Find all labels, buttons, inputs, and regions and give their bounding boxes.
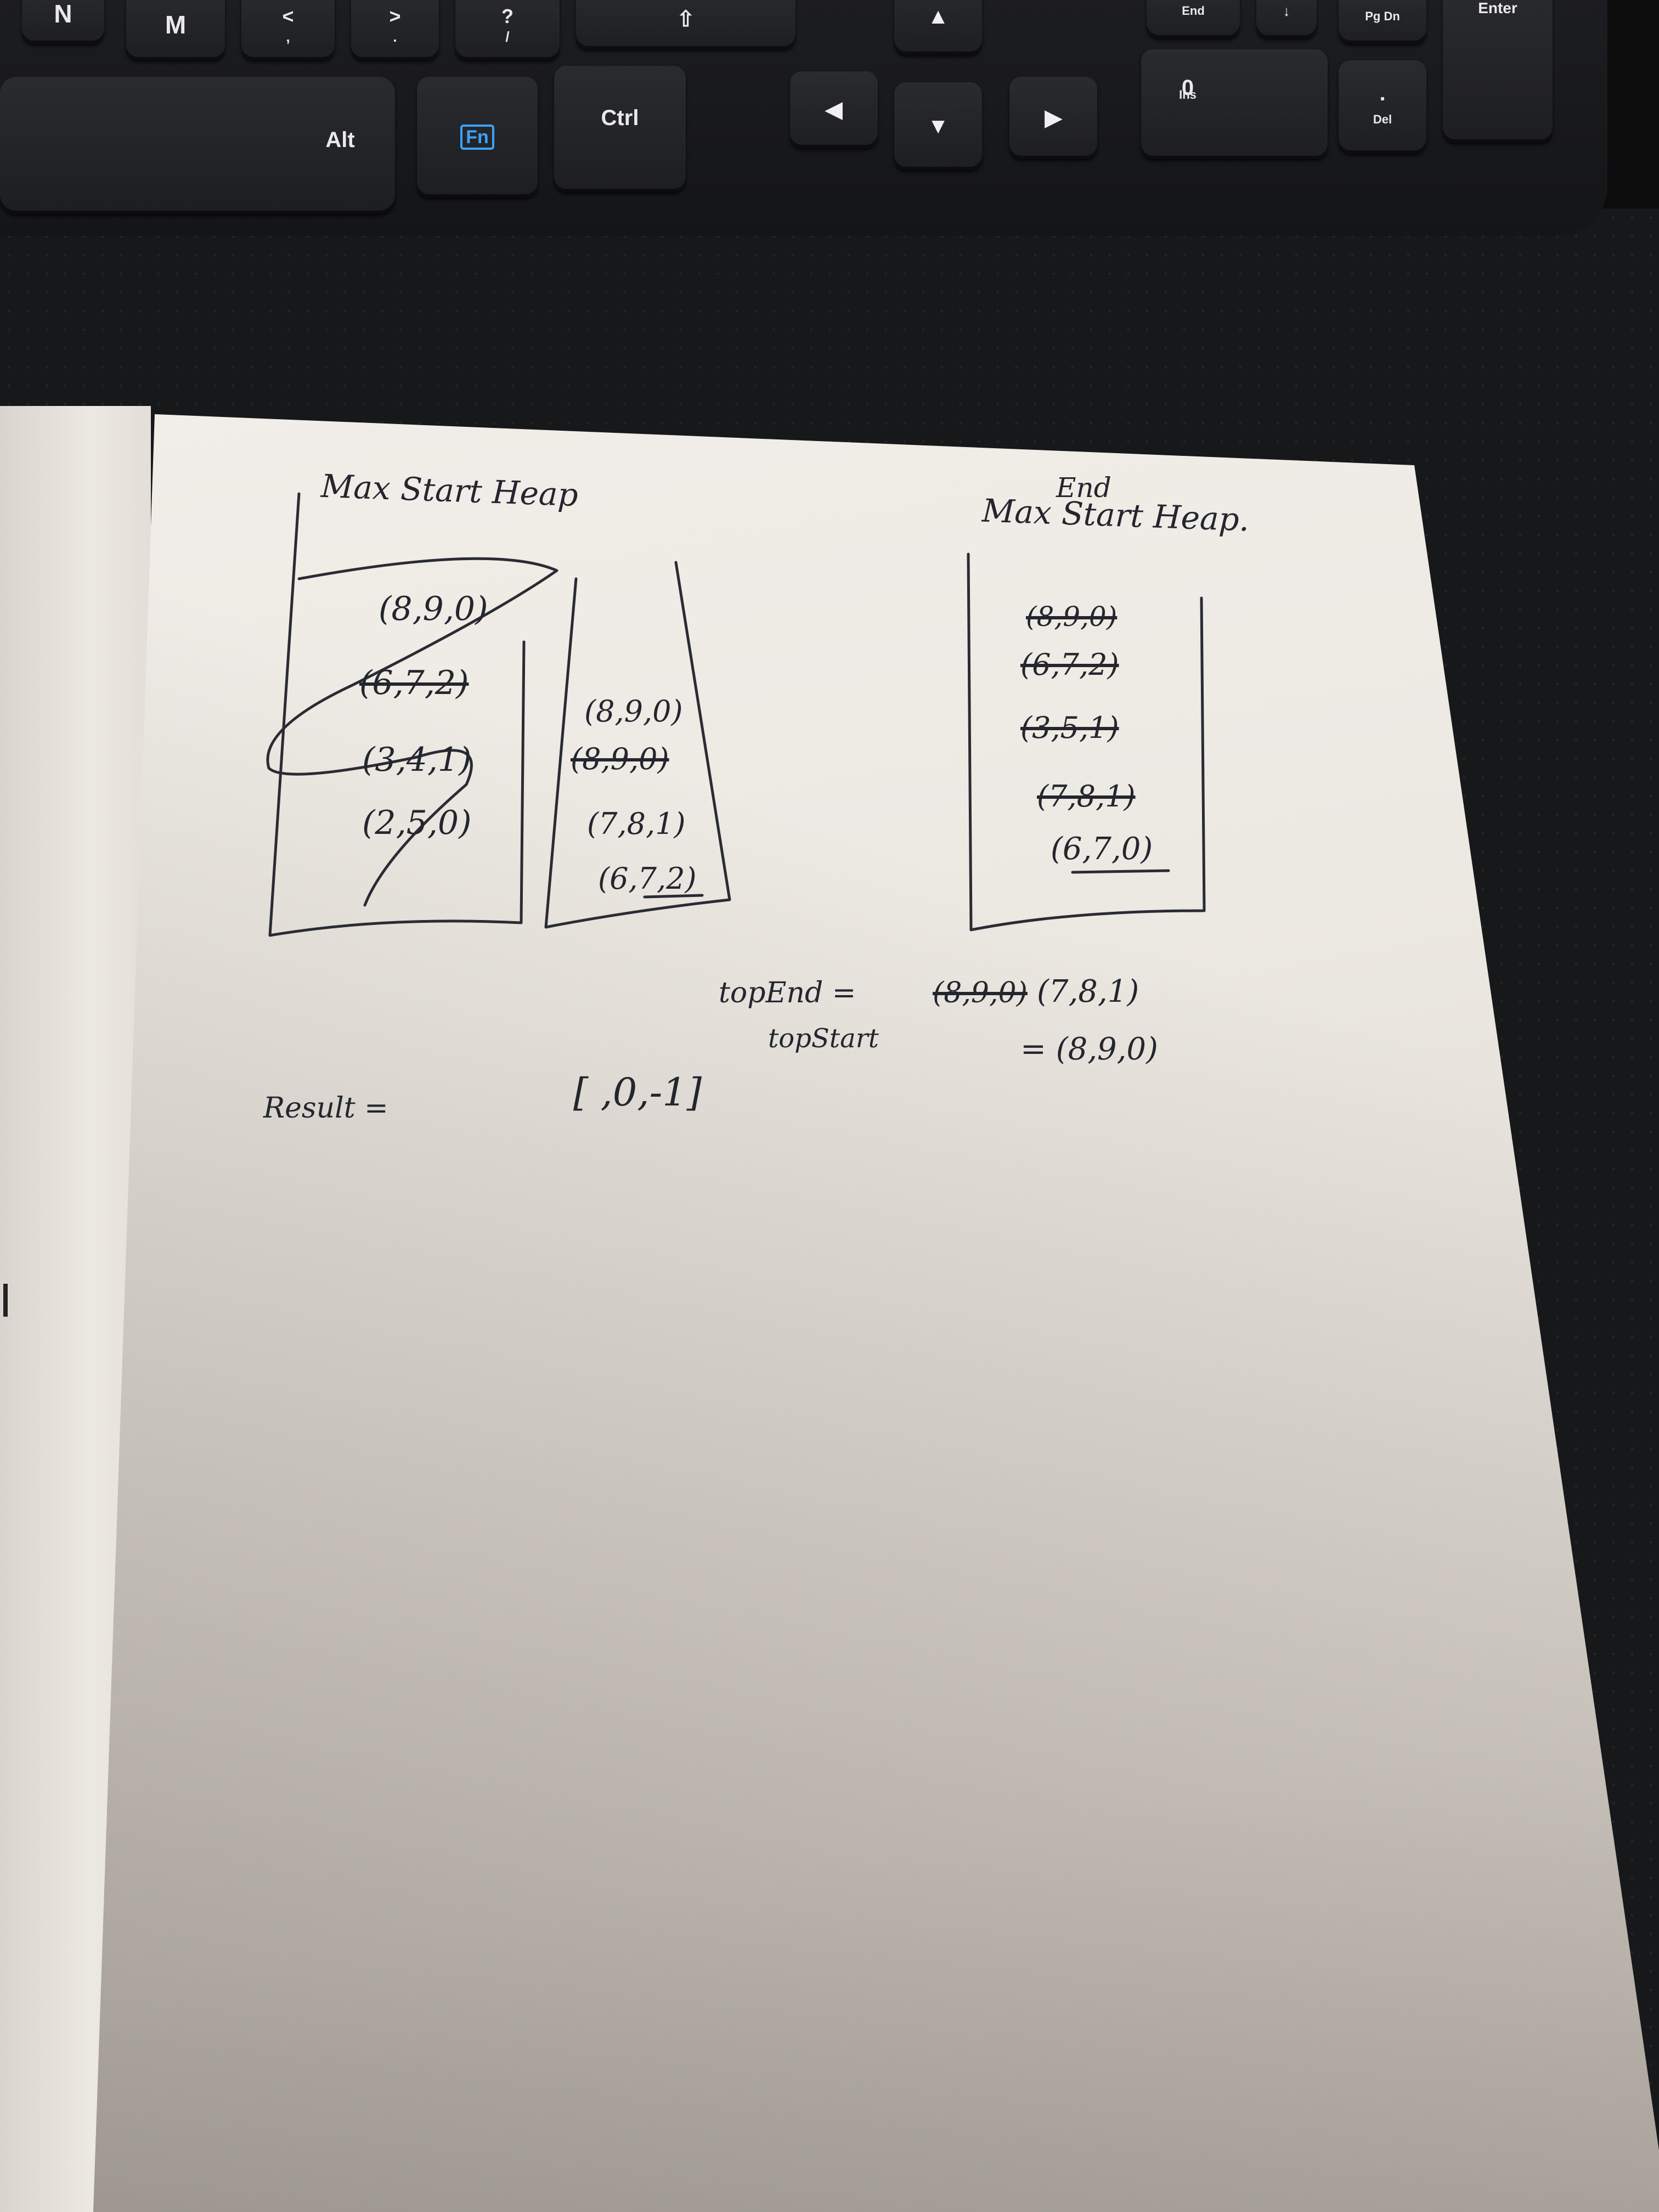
top-end-label: topEnd = <box>719 977 856 1009</box>
middle-heap-entry: (7,8,1) <box>587 806 686 841</box>
key-del-dot: . <box>1379 81 1386 105</box>
middle-heap-entry: (8,9,0) <box>571 742 669 776</box>
key-end-label: End <box>1182 4 1205 18</box>
key-up: ▲ <box>894 0 982 55</box>
key-m: M <box>126 0 225 60</box>
key-alt: Alt <box>0 77 395 214</box>
key-ctrl-label: Ctrl <box>601 105 639 130</box>
key-ctrl: Ctrl <box>554 66 686 192</box>
key-comma: < , <box>241 0 335 60</box>
start-heap-container <box>268 492 526 937</box>
key-slash-sub: / <box>505 29 510 45</box>
top-end-crossed: (8,9,0) <box>933 977 1028 1009</box>
key-enter: Enter <box>1443 0 1553 143</box>
key-shift-label: ⇧ <box>676 7 695 31</box>
key-left: ◀ <box>790 71 878 148</box>
key-right: ▶ <box>1009 77 1097 159</box>
small-arrow-icon: ↓ <box>1283 2 1290 19</box>
down-arrow-icon: ▼ <box>927 114 949 138</box>
key-down: ▼ <box>894 82 982 170</box>
key-shift: ⇧ <box>576 0 795 49</box>
key-ins: 0 Ins <box>1141 49 1328 159</box>
key-slash: ? / <box>455 0 560 60</box>
end-heap-container <box>967 552 1206 932</box>
start-heap-entry: (6,7,2) <box>359 664 469 702</box>
start-heap-entry: (2,5,0) <box>362 804 472 842</box>
left-arrow-icon: ◀ <box>825 98 843 122</box>
key-n: N <box>22 0 104 44</box>
key-del: . Del <box>1339 60 1426 154</box>
key-enter-label: Enter <box>1478 0 1517 16</box>
end-heap-entry: (3,5,1) <box>1020 710 1119 745</box>
end-heap-underline <box>1071 869 1170 874</box>
key-pgdn-label: Pg Dn <box>1365 9 1400 23</box>
end-heap-entry: (6,7,0) <box>1051 831 1153 867</box>
key-end: End <box>1147 0 1240 38</box>
start-heap-scribble <box>266 557 558 907</box>
middle-heap-underline <box>643 894 704 899</box>
end-heap-entry: (7,8,1) <box>1037 779 1136 814</box>
key-alt-label: Alt <box>325 127 355 152</box>
top-start-label: topStart <box>768 1023 879 1054</box>
key-arrow-small: ↓ <box>1256 0 1317 38</box>
middle-heap-container <box>544 561 731 929</box>
key-slash-label: ? <box>501 5 514 27</box>
middle-heap-entry: (6,7,2) <box>598 861 697 896</box>
key-m-label: M <box>165 10 187 39</box>
up-arrow-icon: ▲ <box>927 4 949 29</box>
result-label: Result = <box>263 1092 388 1125</box>
right-arrow-icon: ▶ <box>1045 106 1062 130</box>
top-start-value: = (8,9,0) <box>1020 1031 1158 1067</box>
key-comma-label: < <box>282 5 294 27</box>
key-ins-sub: Ins <box>1179 88 1197 101</box>
start-heap-entry: (3,4,1) <box>362 741 472 779</box>
start-heap-entry: (8,9,0) <box>379 590 488 628</box>
key-fn: Fn <box>417 77 538 198</box>
end-heap-entry: (8,9,0) <box>1026 601 1118 633</box>
top-end-value: (7,8,1) <box>1037 974 1139 1009</box>
key-period: > . <box>351 0 439 60</box>
end-heap-entry: (6,7,2) <box>1020 647 1119 682</box>
key-ins-label: 0 <box>1181 75 1194 100</box>
key-period-label: > <box>389 5 401 27</box>
result-value: [ ,0,-1] <box>573 1070 702 1115</box>
key-del-label: Del <box>1373 112 1392 126</box>
middle-heap-entry: (8,9,0) <box>584 694 683 729</box>
key-n-label: N <box>54 0 72 28</box>
paper-mark <box>3 1284 8 1317</box>
key-comma-sub: , <box>286 29 290 45</box>
key-period-sub: . <box>393 29 397 45</box>
key-fn-label: Fn <box>460 125 494 150</box>
end-insert-word: End <box>1056 472 1111 504</box>
key-pgdn: Pg Dn <box>1339 0 1426 44</box>
keyboard: N M < , > . ? / ⇧ Alt Fn Ctrl ◀ ▲ ▼ ▶ En… <box>0 0 1607 236</box>
